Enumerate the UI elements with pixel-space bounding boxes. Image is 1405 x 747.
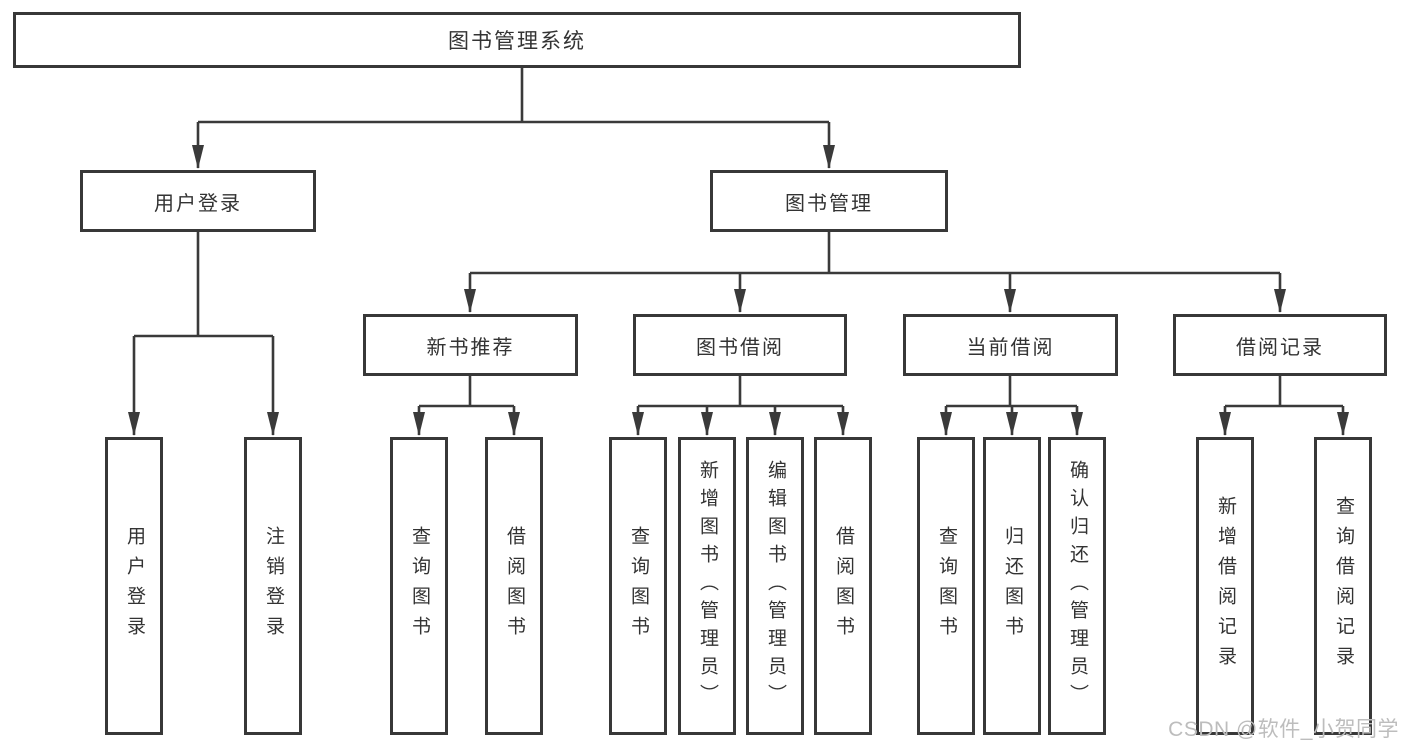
leaf-borrow-books: 借阅图书 [814, 437, 872, 735]
node-user-login: 用户登录 [80, 170, 316, 232]
node-current-borrowing: 当前借阅 [903, 314, 1118, 376]
leaf-return-books: 归还图书 [983, 437, 1041, 735]
node-book-management: 图书管理 [710, 170, 948, 232]
node-book-borrowing: 图书借阅 [633, 314, 847, 376]
node-library-system: 图书管理系统 [13, 12, 1021, 68]
leaf-logout: 注销登录 [244, 437, 302, 735]
leaf-confirm-return-admin: 确认归还（管理员） [1048, 437, 1106, 735]
leaf-search-books-current: 查询图书 [917, 437, 975, 735]
node-new-book-recommend: 新书推荐 [363, 314, 578, 376]
leaf-search-borrow-record: 查询借阅记录 [1314, 437, 1372, 735]
node-borrowing-records: 借阅记录 [1173, 314, 1387, 376]
leaf-add-books-admin: 新增图书（管理员） [678, 437, 736, 735]
leaf-borrow-books-recommend: 借阅图书 [485, 437, 543, 735]
leaf-add-borrow-record: 新增借阅记录 [1196, 437, 1254, 735]
leaf-search-books-borrowing: 查询图书 [609, 437, 667, 735]
leaf-edit-books-admin: 编辑图书（管理员） [746, 437, 804, 735]
leaf-search-books-recommend: 查询图书 [390, 437, 448, 735]
leaf-user-login: 用户登录 [105, 437, 163, 735]
